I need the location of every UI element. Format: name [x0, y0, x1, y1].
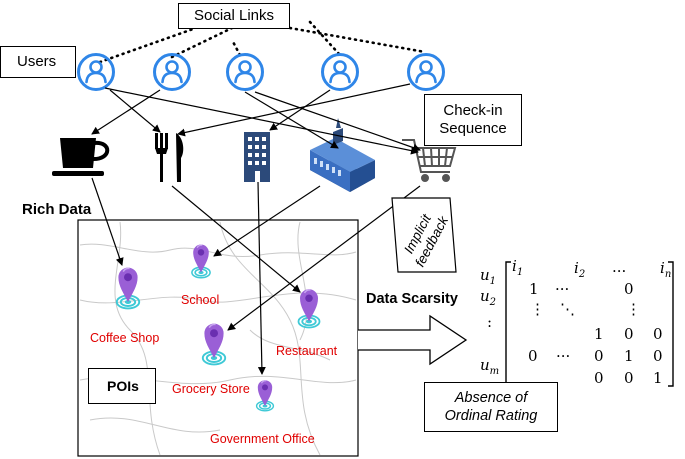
- row-header-1: u1: [480, 266, 497, 287]
- social-links: [98, 20, 427, 64]
- cell: 0: [528, 347, 538, 365]
- poi-grocery-store: Grocery Store: [172, 382, 250, 396]
- cell: ···: [556, 347, 571, 365]
- office-building-icon: [244, 132, 270, 182]
- cell: 1: [624, 347, 634, 365]
- poi-government-office: Government Office: [210, 432, 315, 446]
- poi-restaurant: Restaurant: [276, 344, 338, 358]
- absence-line-2: Ordinal Rating: [444, 408, 538, 424]
- checkin-line-1: Check-in: [443, 102, 503, 119]
- absence-ordinal-rating-label: Absence of Ordinal Rating: [424, 382, 558, 432]
- col-header-1: i1: [512, 257, 524, 278]
- cell: 0: [653, 347, 663, 365]
- row-header-2: u2: [480, 287, 497, 308]
- social-links-label: Social Links: [178, 3, 290, 29]
- checkin-line-2: Sequence: [439, 120, 507, 137]
- poi-coffee-shop: Coffee Shop: [90, 331, 160, 345]
- cell: 1: [653, 369, 663, 387]
- cell: ···: [555, 280, 570, 298]
- col-header-3: ...: [612, 258, 627, 276]
- cell: ⋮: [626, 300, 641, 318]
- row-header-3: :: [487, 313, 493, 331]
- cell: 0: [624, 369, 634, 387]
- cell: 0: [624, 325, 634, 343]
- cell: 0: [594, 369, 604, 387]
- col-header-2: i2: [574, 259, 586, 280]
- cell: 1: [529, 280, 539, 298]
- col-header-4: in: [660, 259, 672, 280]
- checkin-sequence-label: Check-in Sequence: [424, 94, 522, 146]
- cell: 0: [594, 347, 604, 365]
- cell: 1: [594, 325, 604, 343]
- government-building-icon: [310, 118, 375, 192]
- coffee-cup-icon: [52, 138, 110, 176]
- cell: ⋱: [560, 300, 575, 318]
- poi-school: School: [181, 293, 220, 307]
- data-scarsity-arrow: [358, 314, 468, 366]
- pois-label: POIs: [88, 368, 156, 404]
- user-category-arrows: [91, 83, 421, 155]
- cell: 0: [624, 280, 634, 298]
- category-poi-arrows: [91, 177, 421, 375]
- shopping-cart-icon: [402, 139, 457, 182]
- users-label: Users: [0, 46, 76, 78]
- fork-knife-icon: [155, 133, 184, 182]
- data-scarsity-label: Data Scarsity: [366, 291, 458, 307]
- cell: ⋮: [530, 300, 545, 318]
- rich-data-label: Rich Data: [22, 201, 92, 218]
- absence-line-1: Absence of: [454, 390, 528, 406]
- row-header-4: um: [480, 356, 500, 377]
- implicit-feedback-box: [391, 197, 457, 273]
- cell: 0: [653, 325, 663, 343]
